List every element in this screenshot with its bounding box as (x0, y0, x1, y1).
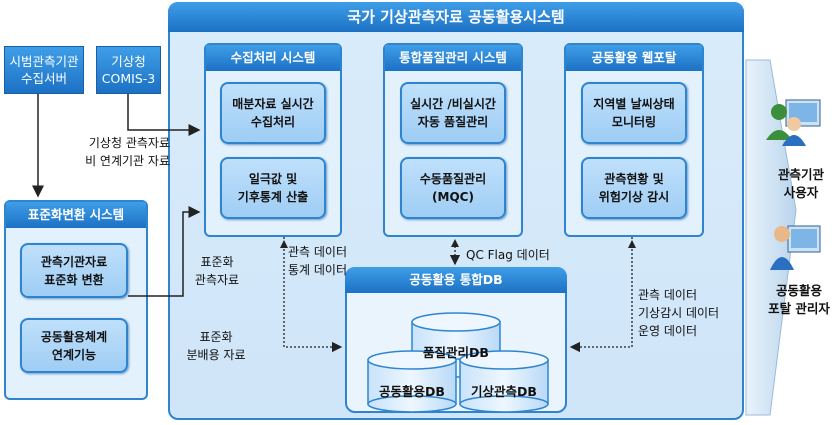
web-portal-title: 공동활용 웹포탈 (566, 45, 702, 71)
conversion-item-1-line2: 표준화 변환 (44, 272, 104, 287)
label-portal-data: 관측 데이터 기상감시 데이터 운영 데이터 (638, 286, 742, 340)
sharing-db-label: 공동활용DB (379, 384, 445, 399)
pilot-collection-server-box: 시범관측기관 수집서버 (4, 46, 84, 94)
agency-user-line1: 관측기관 (777, 167, 824, 182)
kma-comis-line1: 기상청 (111, 54, 146, 69)
label-obs-stats-line2: 통계 데이터 (288, 263, 348, 277)
main-system-title: 국가 기상관측자료 공동활용시스템 (168, 2, 744, 32)
quality-item-1-line2: 자동 품질관리 (417, 115, 489, 129)
dotted-quality-db-head (451, 239, 459, 247)
conversion-item-2-line1: 공동활용체계 (40, 329, 108, 344)
label-kma-nonlinked-line1: 기상청 관측자료 (88, 136, 170, 150)
kma-comis-line2: COMIS-3 (101, 71, 156, 86)
arrow-conversion-to-collection (128, 206, 201, 297)
collection-item-climate-stats: 일극값 및 기후통계 산출 (220, 157, 326, 219)
conversion-item-1-line1: 관측기관자료 (40, 254, 108, 269)
conversion-item-2-line2: 연계기능 (51, 347, 97, 362)
portal-item-hazard-watch: 관측현황 및 위험기상 감시 (581, 157, 687, 219)
portal-item-2-line1: 관측현황 및 (604, 172, 664, 186)
label-qc-flag: QC Flag 데이터 (466, 248, 550, 262)
dotted-collection-db-head (280, 240, 288, 248)
portal-admin-line1: 공동활용 (775, 283, 822, 298)
label-standard-obs-line2: 관측자료 (194, 273, 240, 287)
portal-admin-label: 공동활용 포탈 관리자 (762, 282, 836, 318)
cylinder-sharing-db (367, 350, 457, 413)
pilot-server-line1: 시범관측기관 (9, 54, 79, 69)
integrated-db-title: 공동활용 통합DB (345, 267, 567, 293)
collection-system-title: 수집처리 시스템 (206, 45, 340, 71)
agency-user-icon (766, 99, 821, 146)
pilot-server-line2: 수집서버 (20, 71, 67, 86)
quality-item-1-line1: 실시간 /비실시간 (410, 97, 496, 111)
collection-item-realtime: 매분자료 실시간 수집처리 (220, 82, 326, 144)
collection-item-2-line2: 기후통계 산출 (237, 190, 309, 204)
collection-item-1-line2: 수집처리 (250, 115, 296, 129)
dotted-portal-db (569, 237, 633, 353)
label-obs-stats-line1: 관측 데이터 (288, 245, 348, 259)
label-standard-obs: 표준화 관측자료 (186, 253, 248, 289)
label-kma-nonlinked-line2: 비 연계기관 자료 (85, 154, 170, 168)
quality-item-2-line2: (MQC) (432, 190, 474, 204)
label-obs-stats: 관측 데이터 통계 데이터 (288, 243, 358, 279)
collection-item-2-line1: 일극값 및 (248, 172, 298, 186)
portal-item-1-line2: 모니터링 (611, 115, 657, 129)
quality-item-mqc: 수동품질관리 (MQC) (400, 157, 506, 219)
cylinder-obs-db (459, 350, 549, 413)
label-standard-dist-line1: 표준화 (199, 330, 233, 344)
conversion-item-standardize: 관측기관자료 표준화 변환 (20, 243, 128, 298)
label-portal-data-line3: 운영 데이터 (638, 324, 698, 338)
label-portal-data-line1: 관측 데이터 (638, 288, 698, 302)
collection-item-1-line1: 매분자료 실시간 (232, 97, 314, 111)
conversion-item-linkage: 공동활용체계 연계기능 (20, 318, 128, 373)
label-standard-dist: 표준화 분배용 자료 (176, 328, 256, 364)
dotted-portal-db-head (628, 240, 636, 248)
portal-admin-line2: 포탈 관리자 (768, 301, 830, 316)
label-portal-data-line2: 기상감시 데이터 (638, 306, 720, 320)
obs-db-label: 기상관측DB (471, 384, 537, 399)
portal-item-1-line1: 지역별 날씨상태 (593, 97, 675, 111)
quality-item-2-line1: 수동품질관리 (419, 172, 487, 186)
quality-db-label: 품질관리DB (423, 345, 489, 360)
dotted-collection-db (283, 237, 343, 353)
arrow-comis-to-collection (127, 94, 201, 136)
conversion-system-title: 표준화변환 시스템 (6, 202, 146, 228)
label-standard-obs-line1: 표준화 (200, 255, 234, 269)
output-arrow (745, 59, 797, 416)
quality-system-title: 통합품질관리 시스템 (385, 45, 521, 71)
portal-item-monitoring: 지역별 날씨상태 모니터링 (581, 82, 687, 144)
agency-user-line2: 사용자 (783, 185, 819, 200)
portal-item-2-line2: 위험기상 감시 (598, 190, 670, 204)
portal-admin-icon (770, 225, 821, 270)
quality-item-auto-qc: 실시간 /비실시간 자동 품질관리 (400, 82, 506, 144)
label-standard-dist-line2: 분배용 자료 (186, 348, 246, 362)
kma-comis-box: 기상청 COMIS-3 (96, 46, 161, 94)
agency-user-label: 관측기관 사용자 (768, 166, 834, 202)
label-kma-nonlinked: 기상청 관측자료 비 연계기관 자료 (70, 134, 170, 170)
